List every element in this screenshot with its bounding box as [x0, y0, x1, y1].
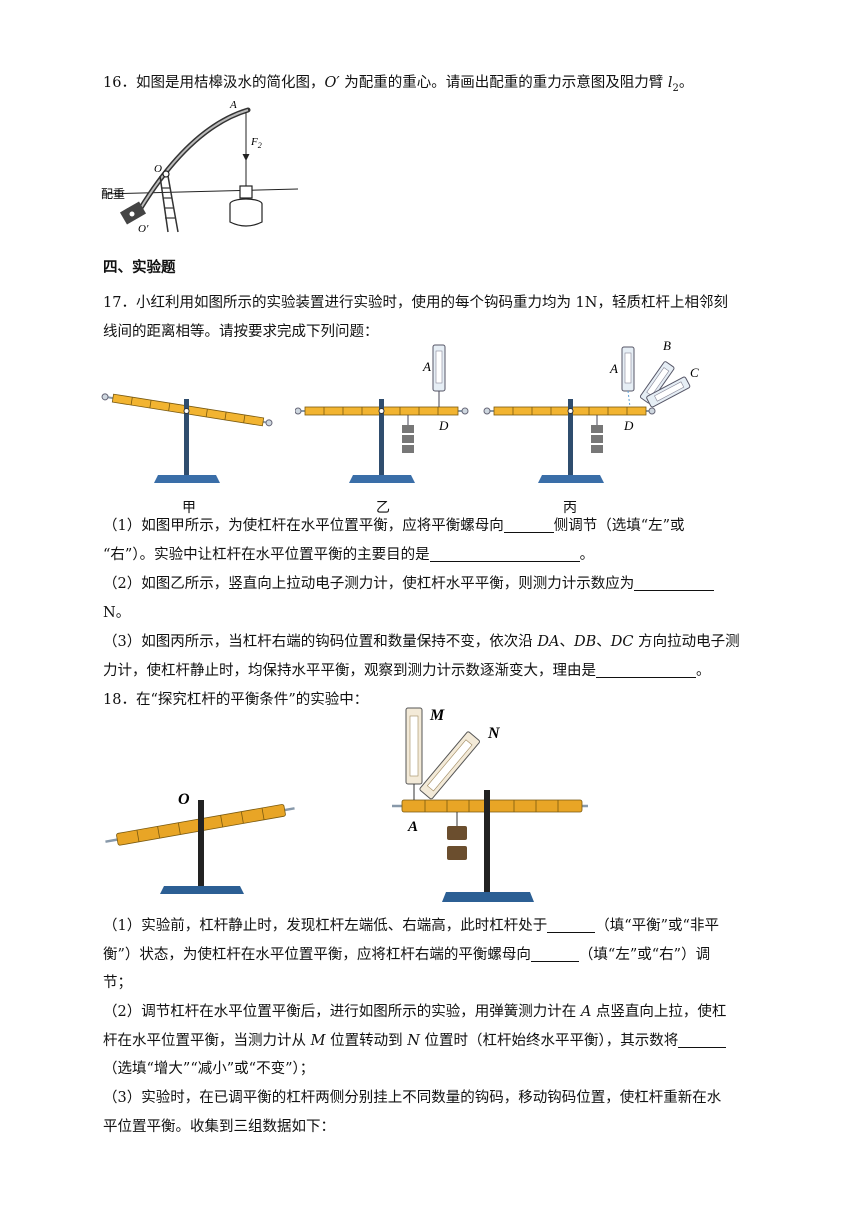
- q18-part2-line1: （2）调节杠杆在水平位置平衡后，进行如图所示的实验，用弹簧测力计在 A 点竖直向…: [103, 1004, 727, 1020]
- q16-o-prime: O′: [324, 75, 340, 91]
- pole: [133, 107, 251, 219]
- q18-figure-left: O: [105, 791, 295, 894]
- label-A: A: [229, 99, 237, 111]
- q17-part1-line2: “右”）。实验中让杠杆在水平位置平衡的主要目的是。: [103, 546, 595, 563]
- caption-bing: 丙: [563, 500, 577, 516]
- q17-part1-line1: （1）如图甲所示，为使杠杆在水平位置平衡，应将平衡螺母向侧调节（选填“左”或: [103, 517, 685, 534]
- q18-part3-line1: （3）实验时，在已调平衡的杠杆两侧分别挂上不同数量的钩码，移动钩码位置，使杠杆重…: [103, 1090, 722, 1106]
- label-O: O: [178, 791, 190, 808]
- stand-base: [538, 475, 604, 483]
- stand-base: [349, 475, 415, 483]
- weight: [591, 425, 603, 433]
- label-N: N: [487, 725, 501, 742]
- section-title: 四、实验题: [103, 259, 176, 276]
- q18-figure-right: M N A: [392, 707, 588, 902]
- answer-blank[interactable]: [429, 546, 580, 562]
- stand-base: [154, 475, 220, 483]
- stand-pole: [198, 800, 204, 890]
- q16-text-a: 16．如图是用桔槔汲水的简化图，: [103, 75, 325, 91]
- label-A: A: [609, 361, 618, 376]
- q18-part1-line3: 节；: [103, 975, 132, 991]
- bucket: [239, 185, 253, 199]
- answer-blank[interactable]: [530, 946, 579, 962]
- q16-text-c: 。: [678, 75, 694, 91]
- q16-stem: 16．如图是用桔槔汲水的简化图，O′ 为配重的重心。请画出配重的重力示意图及阻力…: [103, 73, 693, 99]
- q17-part3-line1: （3）如图丙所示，当杠杆右端的钩码位置和数量保持不变，依次沿 DA、DB、DC …: [103, 634, 740, 650]
- answer-blank[interactable]: [547, 917, 596, 933]
- q17-part2-line1: （2）如图乙所示，竖直向上拉动电子测力计，使杠杆水平平衡，则测力计示数应为: [103, 574, 715, 594]
- q16-l2: l: [667, 75, 673, 91]
- q18-intro: 18．在“探究杠杆的平衡条件”的实验中：: [103, 692, 369, 708]
- q17-part3-line2: 力计，使杠杆静止时，均保持水平平衡，观察到测力计示数逐渐变大，理由是。: [103, 662, 711, 679]
- weight: [447, 846, 467, 860]
- q18-part2-line2: 杆在水平位置平衡，当测力计从 M 位置转动到 N 位置时（杠杆始终水平平衡），其…: [103, 1031, 727, 1051]
- q17-intro-1: 17．小红利用如图所示的实验装置进行实验时，使用的每个钩码重力均为 1N，轻质杠…: [103, 295, 728, 311]
- caption-yi: 乙: [376, 500, 390, 516]
- label-O-prime: O′: [138, 223, 149, 235]
- ground-line: [102, 188, 299, 195]
- label-F2: F2: [250, 136, 262, 150]
- q18-part3-line2: 平位置平衡。收集到三组数据如下：: [103, 1119, 335, 1135]
- label-D: D: [438, 418, 449, 433]
- label-counterweight: 配重: [101, 187, 125, 201]
- q16-text-b: 为配重的重心。请画出配重的重力示意图及阻力臂: [339, 75, 668, 91]
- answer-blank[interactable]: [634, 575, 715, 591]
- q16-l2-sub: 2: [672, 82, 679, 94]
- weight: [447, 826, 467, 840]
- stand-pole: [568, 399, 573, 479]
- answer-blank[interactable]: [678, 1032, 727, 1048]
- weight: [402, 425, 414, 433]
- weight: [402, 445, 414, 453]
- weight: [591, 445, 603, 453]
- q17-figure-jia: [101, 393, 273, 483]
- stand-pole: [484, 790, 490, 900]
- stand-base: [160, 886, 244, 894]
- q17-intro-2: 线间的距离相等。请按要求完成下列问题：: [103, 324, 379, 340]
- q17-figure-bing: A B C D: [483, 338, 699, 483]
- answer-blank[interactable]: [596, 662, 696, 678]
- label-B: B: [663, 338, 671, 353]
- force-arrow: [242, 154, 250, 161]
- q16-shadoof-figure: A F2 O 配重 O′: [101, 99, 299, 235]
- stand-pole: [379, 399, 384, 479]
- label-C: C: [690, 365, 699, 380]
- label-O: O: [154, 163, 162, 175]
- label-A: A: [407, 819, 418, 835]
- stand-base: [442, 892, 534, 902]
- q18-part1-line2: 衡”）状态，为使杠杆在水平位置平衡，应将杠杆右端的平衡螺母向（填“左”或“右”）…: [103, 946, 711, 963]
- caption-jia: 甲: [182, 500, 196, 516]
- label-A: A: [422, 359, 431, 374]
- q17-part2-line2: N。: [103, 605, 131, 621]
- q17-figure-yi: A D: [295, 344, 469, 483]
- pivot-point: [162, 170, 170, 178]
- answer-blank[interactable]: [503, 517, 554, 533]
- stand-pole: [184, 399, 189, 479]
- well: [229, 204, 263, 227]
- q18-part2-line3: （选填“增大”“减小”或“不变”）；: [103, 1061, 315, 1077]
- weight: [402, 435, 414, 443]
- lever-bar: [401, 799, 583, 813]
- label-D: D: [623, 418, 634, 433]
- label-M: M: [429, 707, 445, 724]
- q18-part1-line1: （1）实验前，杠杆静止时，发现杠杆左端低、右端高，此时杠杆处于（填“平衡”或“非…: [103, 917, 719, 934]
- weight: [591, 435, 603, 443]
